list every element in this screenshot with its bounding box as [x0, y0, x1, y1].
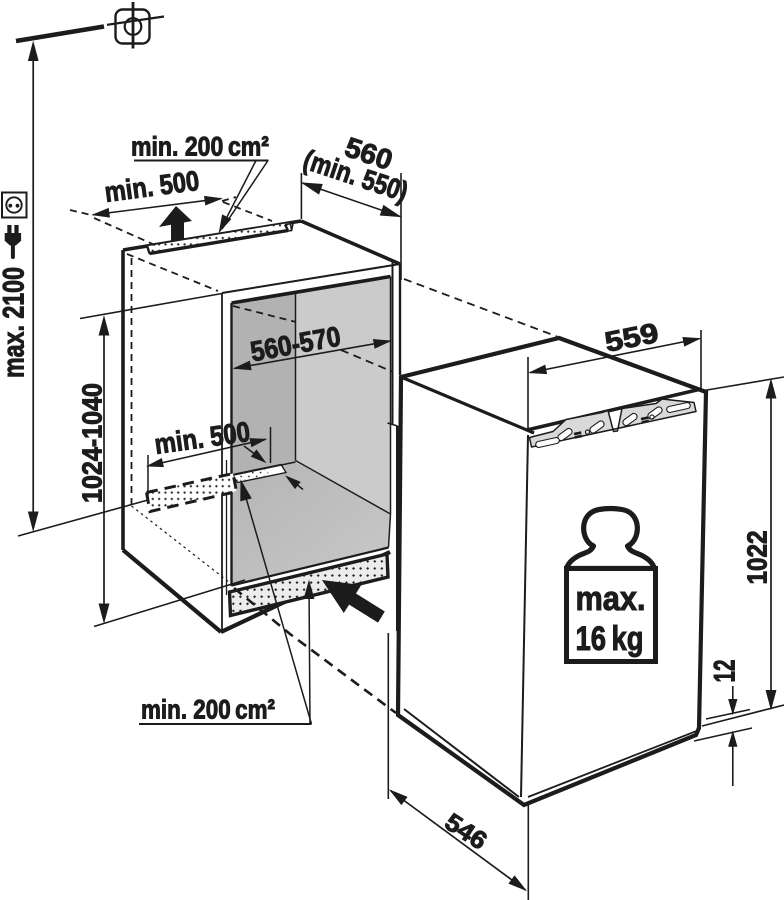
svg-text:1024-1040: 1024-1040	[77, 383, 108, 503]
svg-text:min. 200 cm²: min. 200 cm²	[141, 695, 275, 725]
svg-text:min. 200 cm²: min. 200 cm²	[131, 132, 269, 162]
svg-text:12: 12	[709, 660, 742, 683]
svg-text:1022: 1022	[742, 531, 773, 585]
svg-text:max.: max.	[576, 580, 646, 618]
svg-text:16 kg: 16 kg	[576, 620, 644, 658]
svg-text:max. 2100: max. 2100	[0, 267, 31, 378]
